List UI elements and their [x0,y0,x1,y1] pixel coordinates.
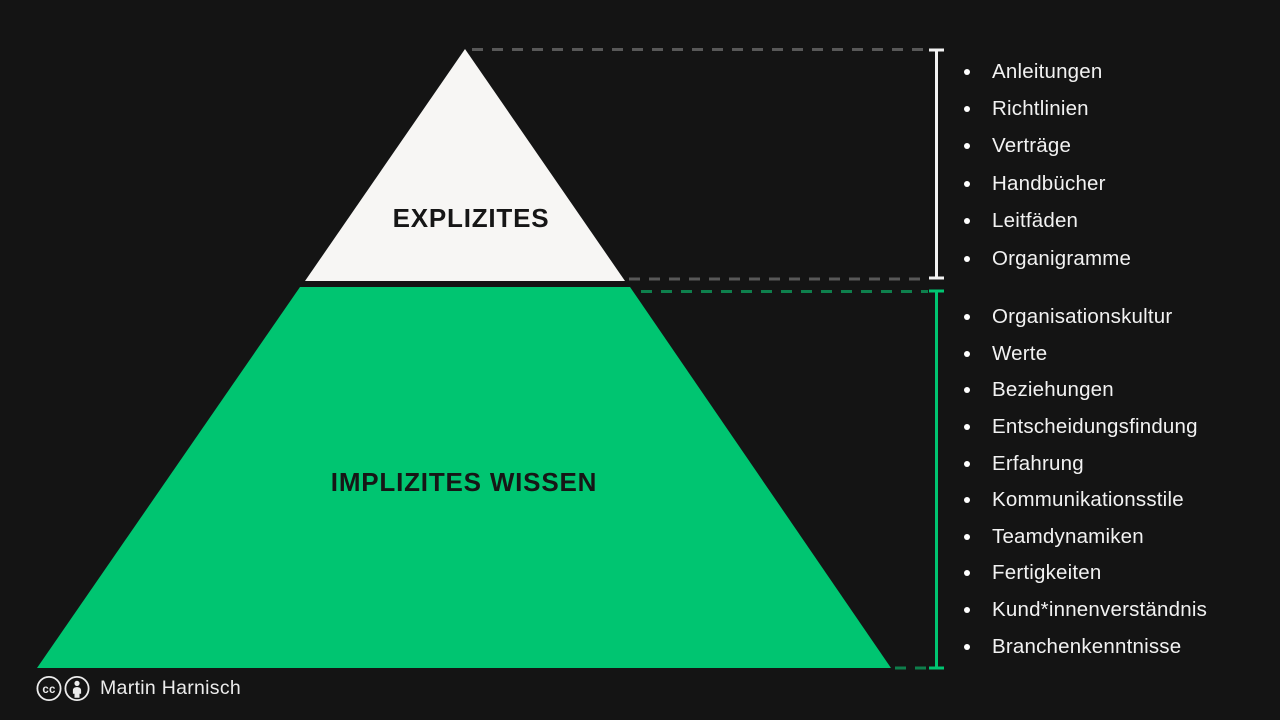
list-item: Leitfäden [964,203,1131,240]
cc-icon: cc [36,675,62,702]
list-item: Entscheidungsfindung [964,409,1207,446]
list-item: Kommunikationsstile [964,482,1207,519]
pyramid-bottom-shape [37,287,891,668]
list-item: Beziehungen [964,372,1207,409]
license-icons: cc [36,675,90,702]
bullet-icon [964,255,970,262]
list-item: Anleitungen [964,53,1131,90]
pyramid-top-shape [305,49,625,281]
list-item: Handbücher [964,165,1131,202]
list-item: Organisationskultur [964,299,1207,336]
list-item-label: Verträge [992,134,1072,158]
list-item: Branchenkenntnisse [964,628,1207,665]
list-item-label: Richtlinien [992,97,1089,121]
bracket-implicit [929,289,944,670]
pyramid-top-label: EXPLIZITES [392,203,550,233]
list-item: Richtlinien [964,90,1131,127]
cc-by-person-icon [64,675,90,702]
list-item: Werte [964,336,1207,373]
bullet-icon [964,424,970,431]
pyramid-bottom-label: IMPLIZITES WISSEN [330,467,598,497]
list-item-label: Branchenkenntnisse [992,634,1182,658]
bullet-icon [964,570,970,577]
list-item-label: Leitfäden [992,209,1079,233]
list-item-label: Handbücher [992,171,1106,195]
list-item-label: Werte [992,341,1048,365]
bullet-icon [964,533,970,540]
list-item: Kund*innenverständnis [964,592,1207,629]
list-item-label: Entscheidungsfindung [992,415,1198,439]
list-item: Teamdynamiken [964,519,1207,556]
bullet-icon [964,143,970,150]
bullet-icon [964,68,970,75]
bullet-icon [964,643,970,650]
list-item: Organigramme [964,240,1131,277]
bullet-icon [964,497,970,504]
bullet-icon [964,607,970,614]
list-item-label: Fertigkeiten [992,561,1102,585]
bracket-explicit [929,48,944,280]
bullet-icon [964,314,970,321]
bullet-icon [964,350,970,357]
list-item: Fertigkeiten [964,555,1207,592]
attribution-footer: cc Martin Harnisch [36,675,241,702]
attribution-name: Martin Harnisch [100,677,242,699]
bullet-icon [964,460,970,467]
list-item-label: Kund*innenverständnis [992,598,1208,622]
bullet-icon [964,106,970,113]
list-item-label: Teamdynamiken [992,524,1144,548]
list-item: Verträge [964,128,1131,165]
list-item-label: Anleitungen [992,59,1103,83]
list-item-label: Erfahrung [992,451,1084,475]
cc-glyph: cc [42,684,56,696]
bullet-icon [964,180,970,187]
bullet-icon [964,218,970,225]
bullet-icon [964,387,970,394]
list-item-label: Kommunikationsstile [992,488,1184,512]
list-item-label: Beziehungen [992,378,1114,402]
list-item-label: Organigramme [992,246,1132,270]
list-item: Erfahrung [964,445,1207,482]
list-item-label: Organisationskultur [992,305,1173,329]
